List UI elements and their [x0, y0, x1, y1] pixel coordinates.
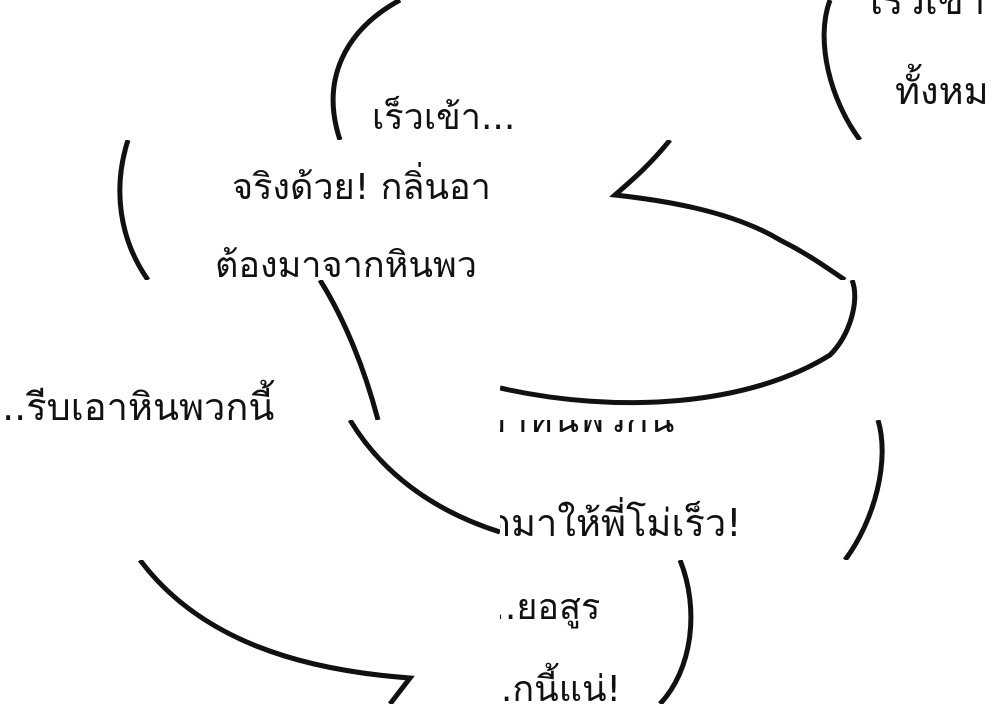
speech-bubble-outline — [138, 560, 415, 704]
bubble-text-line: ...มดมาให้พี่โม่เร็ว! — [500, 501, 742, 545]
speech-bubble-outline — [842, 420, 885, 560]
speech-bubble-outline — [317, 280, 381, 420]
panel-right-3 — [500, 280, 1000, 420]
panel-right-4: ...รีบเอาหินพวกนี้ ...มดมาให้พี่โม่เร็ว! — [500, 420, 1000, 560]
speech-bubble-outline — [609, 140, 847, 280]
bubble-text-line: ...ยอสูร — [500, 587, 601, 628]
panel-right-5: ...ยอสูร ...กนี้แน่! — [500, 560, 1000, 704]
panel-left-4 — [0, 420, 500, 560]
bubble-text-line: ...รีบเอาหินพวกนี้ — [0, 385, 275, 420]
speech-bubble-outline — [347, 420, 500, 535]
panel-left-3: ...รีบเอาหินพวกนี้ — [0, 280, 500, 420]
bubble-text-line: ...รีบเอาหินพวกนี้ — [500, 420, 674, 438]
speech-bubble-outline — [500, 280, 858, 406]
panel-right-2 — [500, 140, 1000, 280]
bubble-text-line: ต้องมาจากหินพว — [215, 245, 477, 281]
bubble-text-line: ทั้งหม — [895, 69, 989, 113]
speech-bubble-outline — [658, 560, 694, 704]
panel-top: เร็วเข้า ทั้งหม เร็วเข้า... — [0, 0, 1000, 140]
bubble-text-line: จริงด้วย! กลิ่นอา — [232, 167, 491, 208]
panel-left-2: จริงด้วย! กลิ่นอา ต้องมาจากหินพว — [0, 140, 500, 280]
bubble-text-line: เร็วเข้า... — [372, 97, 516, 138]
speech-bubble-outline — [117, 140, 151, 280]
bubble-text-line: ...กนี้แน่! — [500, 669, 621, 704]
bubble-text-line: เร็วเข้า — [870, 0, 986, 23]
panel-left-5 — [0, 560, 500, 704]
speech-bubble-outline — [330, 0, 863, 140]
